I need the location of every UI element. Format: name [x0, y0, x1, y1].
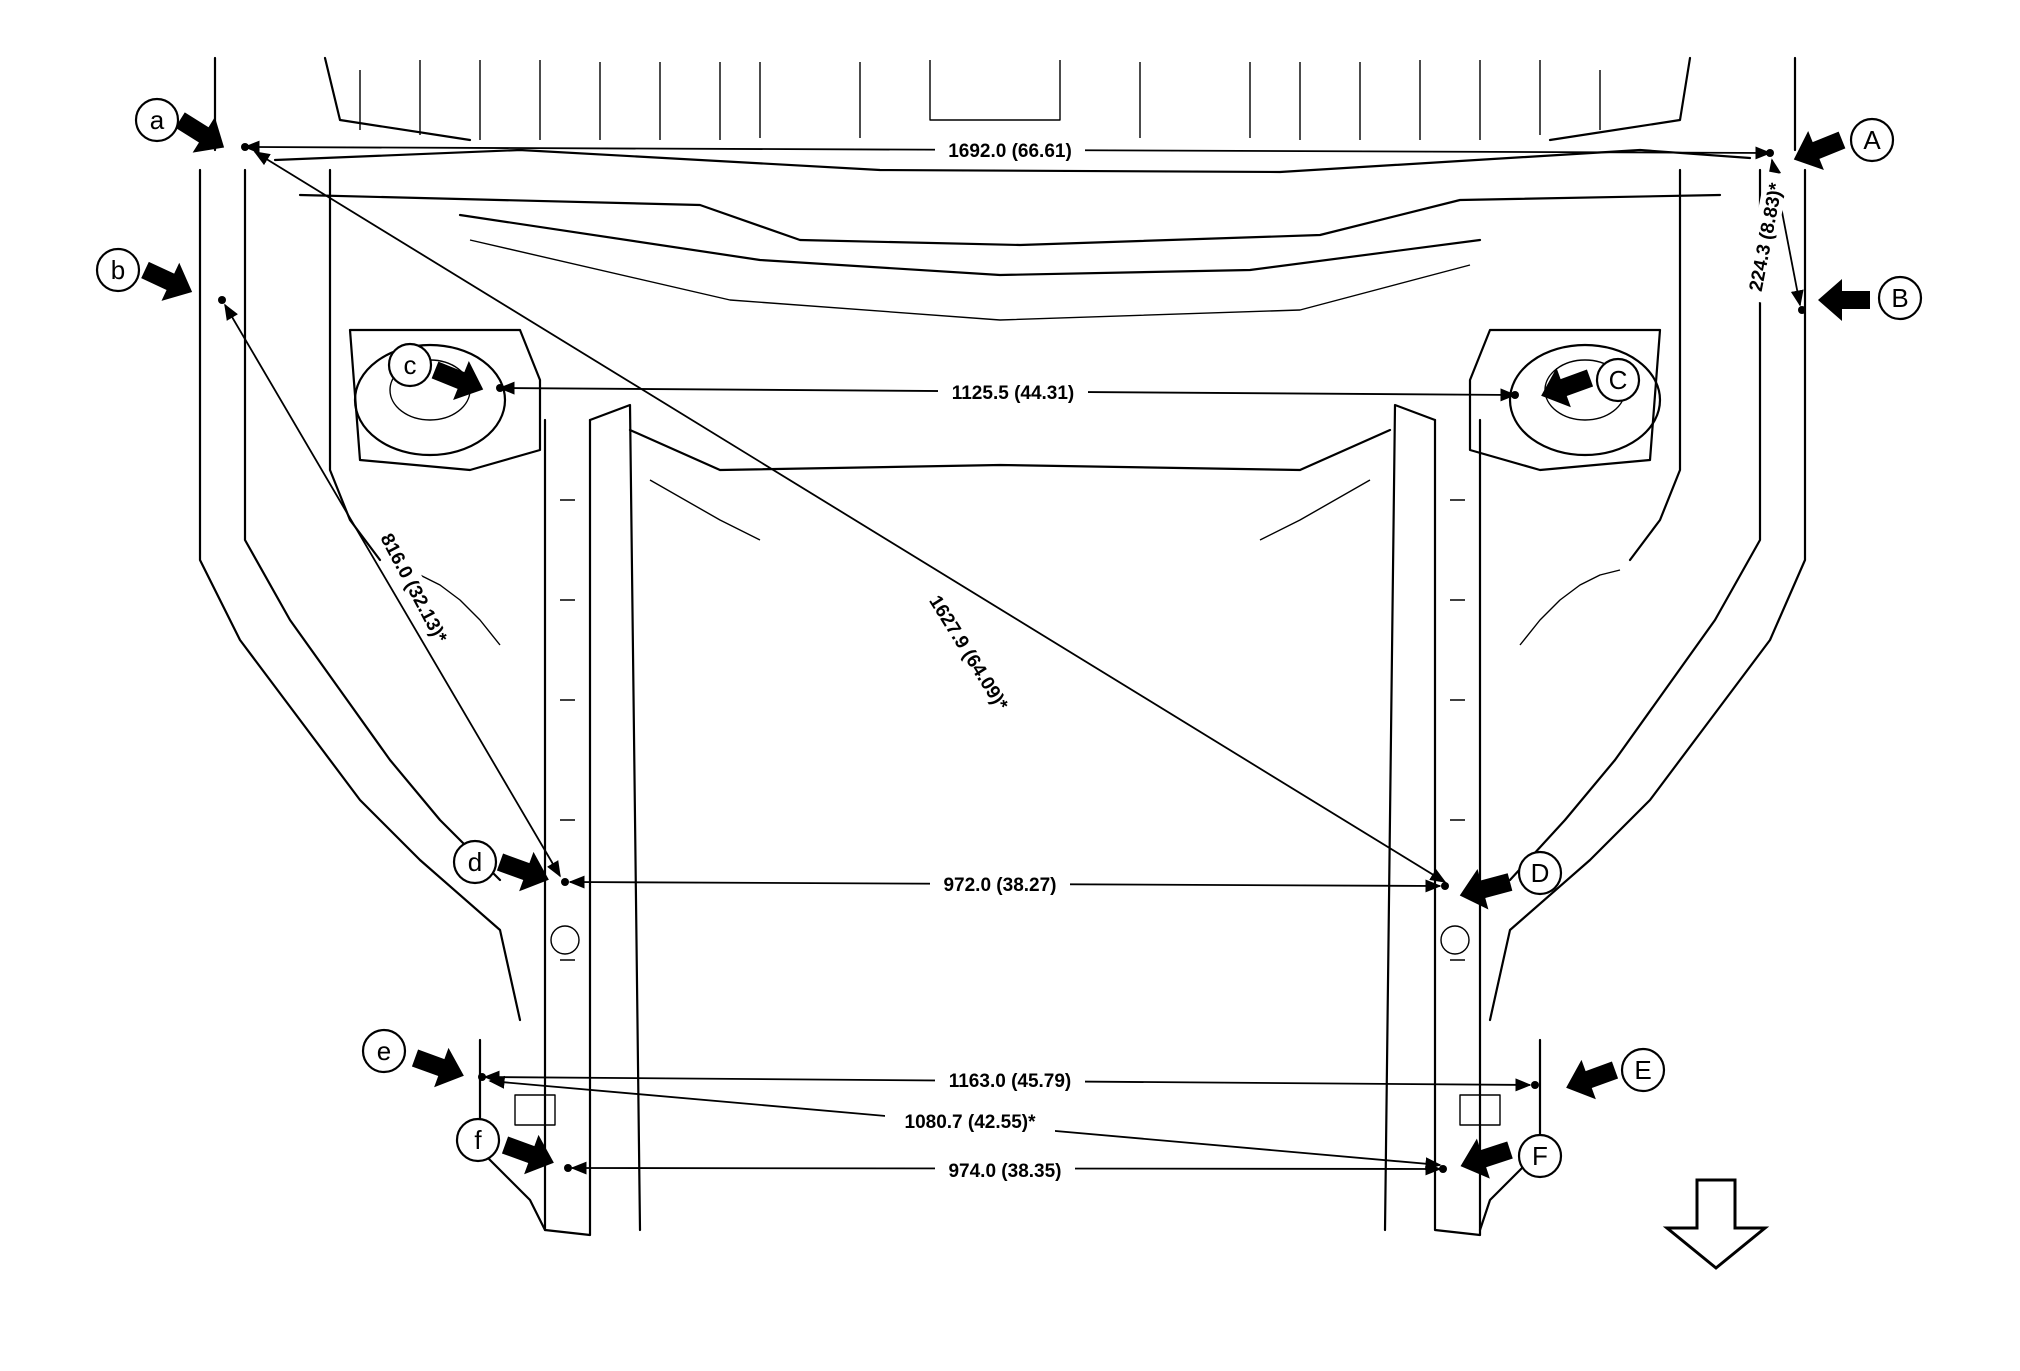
dim-label-e-E: 1163.0 (45.79)	[949, 1071, 1072, 1092]
callout-D: D	[1531, 858, 1550, 888]
callout-b: b	[111, 255, 125, 285]
point-E	[1531, 1081, 1539, 1089]
point-b	[218, 296, 226, 304]
pointer-arrow-B	[1818, 279, 1870, 321]
pointer-arrow-a	[168, 102, 236, 166]
dim-label-b-d: 816.0 (32.13)*	[376, 530, 451, 647]
pointer-arrow-d	[492, 842, 557, 900]
dim-line-a-D	[253, 151, 1447, 883]
point-e	[478, 1073, 486, 1081]
callout-f: f	[474, 1125, 482, 1155]
dimension-lines	[224, 140, 1804, 1176]
point-D	[1441, 882, 1449, 890]
dim-label-e-F: 1080.7 (42.55)*	[905, 1112, 1037, 1133]
point-a	[241, 143, 249, 151]
point-F	[1439, 1165, 1447, 1173]
pointer-arrow-e	[407, 1038, 472, 1096]
pointer-arrow-b	[136, 250, 202, 312]
pointer-arrow-F	[1454, 1130, 1517, 1187]
down-arrow-outline-icon	[1662, 1178, 1770, 1270]
point-B	[1798, 306, 1806, 314]
callout-B: B	[1891, 283, 1908, 313]
callout-E: E	[1634, 1055, 1651, 1085]
dim-label-c-C: 1125.5 (44.31)	[952, 383, 1075, 404]
point-A	[1766, 149, 1774, 157]
dim-label-A-B: 224.3 (8.83)*	[1746, 181, 1788, 293]
dim-label-a-A: 1692.0 (66.61)	[948, 141, 1072, 162]
callout-labels: a A b B c C d D e E f F	[95, 97, 1923, 1179]
dim-label-a-D: 1627.9 (64.09)*	[924, 592, 1012, 715]
dim-label-d-D: 972.0 (38.27)	[943, 875, 1056, 896]
pointer-arrow-D	[1454, 861, 1516, 916]
dimension-labels: 1692.0 (66.61) 1125.5 (44.31) 972.0 (38.…	[366, 138, 1790, 1182]
callout-a: a	[150, 105, 165, 135]
point-f	[564, 1164, 572, 1172]
pointer-arrow-C	[1533, 358, 1598, 416]
pointer-arrows	[136, 102, 1870, 1187]
measurement-points	[218, 143, 1806, 1173]
callout-C: C	[1609, 365, 1628, 395]
callout-d: d	[468, 847, 482, 877]
callout-F: F	[1532, 1141, 1548, 1171]
dim-line-b-d	[224, 303, 561, 878]
callout-c: c	[404, 350, 417, 380]
pointer-arrow-E	[1558, 1050, 1623, 1108]
point-d	[561, 878, 569, 886]
point-C	[1511, 391, 1519, 399]
point-c	[496, 384, 504, 392]
callout-A: A	[1863, 125, 1881, 155]
callout-e: e	[377, 1036, 391, 1066]
pointer-arrow-f	[497, 1125, 562, 1183]
dim-label-f-F: 974.0 (38.35)	[948, 1161, 1061, 1182]
